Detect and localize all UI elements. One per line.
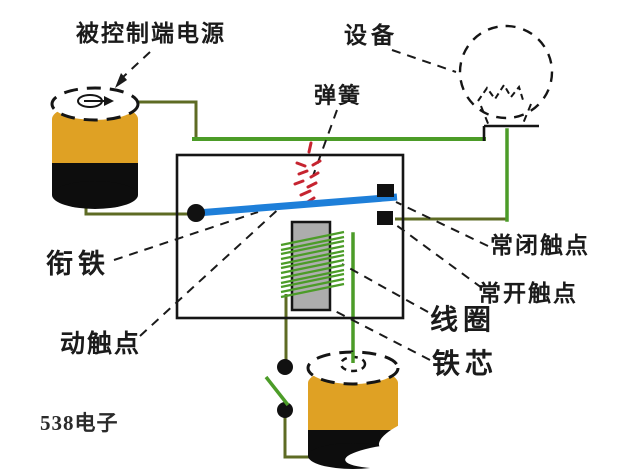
- control-switch: [264, 359, 293, 418]
- spring-marks: [293, 141, 322, 205]
- leader-lines: [113, 49, 489, 361]
- bottom-battery: [306, 350, 485, 469]
- leader-no-contact: [391, 221, 483, 289]
- leader-power-source: [121, 51, 151, 79]
- switch-contact-top: [277, 359, 293, 375]
- watermark-text: 538电子: [40, 411, 119, 435]
- light-bulb: [458, 24, 554, 141]
- pivot-moving-contact: [187, 204, 205, 222]
- switch-blade: [264, 375, 290, 407]
- leader-nc-contact: [395, 201, 489, 247]
- coil-winding: [280, 230, 345, 299]
- watermark-smudge: [345, 412, 485, 469]
- leader-spring: [312, 109, 338, 177]
- leader-moving-contact: [139, 203, 285, 337]
- top-battery-black-base: [52, 163, 138, 209]
- leader-device: [391, 49, 457, 73]
- leader-power-arrowhead: [115, 73, 127, 88]
- nc-contact-pad: [377, 184, 394, 197]
- label-iron-core: 铁芯: [432, 349, 499, 380]
- label-coil: 线圈: [430, 305, 497, 336]
- switch-contact-bottom: [277, 402, 293, 418]
- top-battery-terminal-icon: [77, 94, 114, 108]
- bulb-filament-icon: [477, 83, 524, 102]
- leader-iron-core: [332, 309, 431, 361]
- label-armature: 衔铁: [46, 249, 110, 279]
- label-moving-contact: 动触点: [60, 331, 142, 358]
- leader-armature: [113, 211, 259, 261]
- label-device: 设备: [344, 23, 398, 48]
- label-no-contact: 常开触点: [478, 281, 578, 306]
- label-spring: 弹簧: [314, 83, 363, 108]
- label-nc-contact: 常闭触点: [490, 233, 590, 258]
- top-battery: [50, 86, 140, 209]
- bulb-globe: [458, 24, 554, 120]
- bulb-neck-left: [480, 105, 490, 127]
- wires-green: [192, 128, 509, 364]
- bulb-neck-right: [521, 103, 532, 127]
- no-contact-pad: [377, 211, 393, 225]
- leader-coil: [341, 263, 429, 313]
- label-power-source: 被控制端电源: [76, 21, 226, 46]
- relay-frame: [175, 153, 405, 320]
- armature-bar: [196, 193, 398, 217]
